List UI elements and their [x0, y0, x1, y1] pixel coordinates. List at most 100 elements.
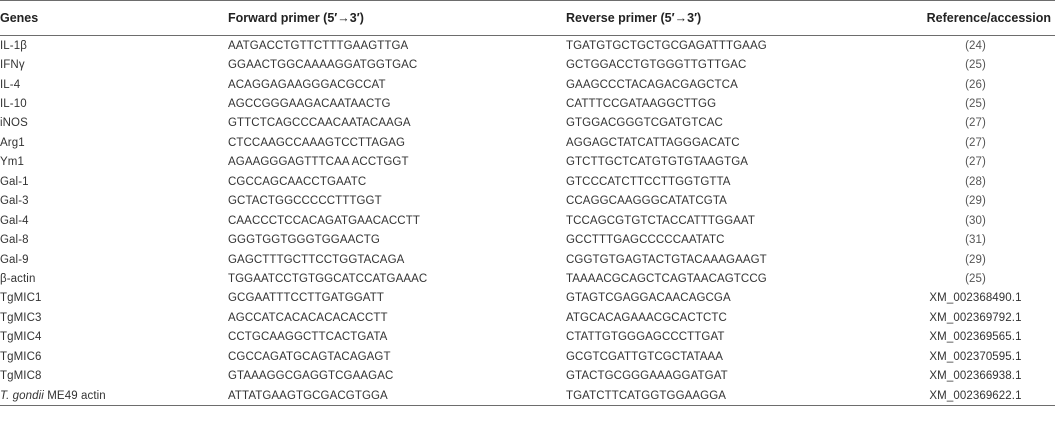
forward-primer: ATTATGAAGTGCGACGTGGA: [228, 385, 566, 407]
table-row: TgMIC3 AGCCATCACACACACACCTT ATGCACAGAAAC…: [0, 308, 1055, 327]
reference: (29): [965, 195, 986, 208]
forward-primer: CTCCAAGCCAAAGTCCTTAGAG: [228, 136, 406, 149]
forward-primer: GGAACTGGCAAAAGGATGGTGAC: [228, 59, 418, 72]
reference: (25): [965, 98, 986, 111]
reference: (30): [965, 214, 986, 227]
gene-name: TgMIC3: [0, 311, 42, 324]
table-row: Gal-4 CAACCCTCCACAGATGAACACCTT TCCAGCGTG…: [0, 211, 1055, 230]
reference: (31): [965, 234, 986, 247]
gene-name: β-actin: [0, 272, 36, 285]
reverse-primer: GTCTTGCTCATGTGTGTAAGTGA: [566, 156, 749, 169]
reverse-primer: TCCAGCGTGTCTACCATTTGGAAT: [566, 214, 755, 227]
gene-name: TgMIC1: [0, 292, 42, 305]
reference: XM_002369565.1: [929, 331, 1022, 344]
gene-name: IFNγ: [0, 59, 25, 72]
reference: (28): [965, 175, 986, 188]
forward-primer: GCTACTGGCCCCCTTTGGT: [228, 195, 382, 208]
primer-table: Genes Forward primer (5′→3′) Reverse pri…: [0, 0, 1055, 407]
table-row: Gal-9 GAGCTTTGCTTCCTGGTACAGA CGGTGTGAGTA…: [0, 250, 1055, 269]
reference: (26): [965, 78, 986, 91]
reference: XM_002366938.1: [929, 370, 1022, 383]
forward-primer: TGGAATCCTGTGGCATCCATGAAAC: [228, 272, 428, 285]
reference: (29): [965, 253, 986, 266]
forward-primer: AGCCATCACACACACACCTT: [228, 311, 388, 324]
reverse-primer: AGGAGCTATCATTAGGGACATC: [566, 136, 740, 149]
reference: (27): [965, 156, 986, 169]
forward-primer: CCTGCAAGGCTTCACTGATA: [228, 331, 388, 344]
gene-name: TgMIC8: [0, 370, 42, 383]
forward-primer: GCGAATTTCCTTGATGGATT: [228, 292, 384, 305]
reverse-primer: TGATGTGCTGCTGCGAGATTTGAAG: [566, 39, 767, 52]
reference: XM_002369622.1: [896, 385, 1055, 407]
forward-primer: ACAGGAGAAGGGACGCCAT: [228, 78, 386, 91]
gene-name: Gal-9: [0, 253, 29, 266]
table-row: Gal-1 CGCCAGCAACCTGAATC GTCCCATCTTCCTTGG…: [0, 172, 1055, 191]
table-row: IL-1β AATGACCTGTTCTTTGAAGTTGA TGATGTGCTG…: [0, 36, 1055, 56]
gene-name: Gal-4: [0, 214, 29, 227]
reference: XM_002370595.1: [929, 350, 1022, 363]
gene-name-suffix: ME49 actin: [43, 389, 106, 402]
reference: (25): [965, 272, 986, 285]
gene-name: Gal-3: [0, 195, 29, 208]
header-reverse-primer: Reverse primer (5′→3′): [566, 0, 896, 36]
header-forward-primer: Forward primer (5′→3′): [228, 0, 566, 36]
reverse-primer: CATTTCCGATAAGGCTTGG: [566, 98, 717, 111]
gene-name: IL-10: [0, 98, 27, 111]
table-row: Gal-8 GGGTGGTGGGTGGAACTG GCCTTTGAGCCCCCA…: [0, 230, 1055, 249]
forward-primer: GGGTGGTGGGTGGAACTG: [228, 234, 380, 247]
forward-primer: AGCCGGGAAGACAATAACTG: [228, 98, 391, 111]
gene-name: Gal-1: [0, 175, 29, 188]
header-row: Genes Forward primer (5′→3′) Reverse pri…: [0, 0, 1055, 36]
forward-primer: GTAAAGGCGAGGTCGAAGAC: [228, 370, 394, 383]
gene-name: TgMIC4: [0, 331, 42, 344]
table-row: Gal-3 GCTACTGGCCCCCTTTGGT CCAGGCAAGGGCAT…: [0, 192, 1055, 211]
gene-name: TgMIC6: [0, 350, 42, 363]
table-row: TgMIC6 CGCCAGATGCAGTACAGAGT GCGTCGATTGTC…: [0, 347, 1055, 366]
reverse-primer: GTACTGCGGGAAAGGATGAT: [566, 370, 728, 383]
table-row: IL-4 ACAGGAGAAGGGACGCCAT GAAGCCCTACAGACG…: [0, 75, 1055, 94]
forward-primer: GAGCTTTGCTTCCTGGTACAGA: [228, 253, 405, 266]
table-row: Arg1 CTCCAAGCCAAAGTCCTTAGAG AGGAGCTATCAT…: [0, 133, 1055, 152]
header-genes: Genes: [0, 0, 228, 36]
gene-name: Gal-8: [0, 234, 29, 247]
reverse-primer: GCCTTTGAGCCCCCAATATC: [566, 234, 725, 247]
reverse-primer: CCAGGCAAGGGCATATCGTA: [566, 195, 727, 208]
table-row: Ym1 AGAAGGGAGTTTCAA ACCTGGT GTCTTGCTCATG…: [0, 153, 1055, 172]
reverse-primer: ATGCACAGAAACGCACTCTC: [566, 311, 727, 324]
reverse-primer: GTAGTCGAGGACAACAGCGA: [566, 292, 731, 305]
table-body: IL-1β AATGACCTGTTCTTTGAAGTTGA TGATGTGCTG…: [0, 36, 1055, 407]
table-row: iNOS GTTCTCAGCCCAACAATACAAGA GTGGACGGGTC…: [0, 114, 1055, 133]
table-row: IFNγ GGAACTGGCAAAAGGATGGTGAC GCTGGACCTGT…: [0, 55, 1055, 74]
reverse-primer: GCTGGACCTGTGGGTTGTTGAC: [566, 59, 747, 72]
reverse-primer: TGATCTTCATGGTGGAAGGA: [566, 385, 896, 407]
gene-name: IL-1β: [0, 39, 27, 52]
reverse-primer: CGGTGTGAGTACTGTACAAAGAAGT: [566, 253, 767, 266]
reverse-primer: GTGGACGGGTCGATGTCAC: [566, 117, 723, 130]
gene-name: Ym1: [0, 156, 24, 169]
reverse-primer: GTCCCATCTTCCTTGGTGTTA: [566, 175, 731, 188]
header-reference-accession: Reference/accession: [896, 0, 1055, 36]
forward-primer: CGCCAGATGCAGTACAGAGT: [228, 350, 391, 363]
forward-primer: AATGACCTGTTCTTTGAAGTTGA: [228, 39, 409, 52]
forward-primer: CGCCAGCAACCTGAATC: [228, 175, 367, 188]
reference: (25): [965, 59, 986, 72]
forward-primer: AGAAGGGAGTTTCAA ACCTGGT: [228, 156, 409, 169]
table-row: IL-10 AGCCGGGAAGACAATAACTG CATTTCCGATAAG…: [0, 94, 1055, 113]
gene-species-italic: T. gondii: [0, 389, 44, 402]
forward-primer: CAACCCTCCACAGATGAACACCTT: [228, 214, 420, 227]
reverse-primer: GCGTCGATTGTCGCTATAAA: [566, 350, 724, 363]
table-row: TgMIC8 GTAAAGGCGAGGTCGAAGAC GTACTGCGGGAA…: [0, 366, 1055, 385]
table-row: TgMIC1 GCGAATTTCCTTGATGGATT GTAGTCGAGGAC…: [0, 289, 1055, 308]
gene-name: T. gondii ME49 actin: [0, 385, 228, 407]
reverse-primer: CTATTGTGGGAGCCCTTGAT: [566, 331, 725, 344]
reference: (27): [965, 136, 986, 149]
reference: XM_002368490.1: [929, 292, 1022, 305]
gene-name: iNOS: [0, 117, 28, 130]
reverse-primer: TAAAACGCAGCTCAGTAACAGTCCG: [566, 272, 767, 285]
reference: (24): [965, 39, 986, 52]
forward-primer: GTTCTCAGCCCAACAATACAAGA: [228, 117, 411, 130]
gene-name: Arg1: [0, 136, 25, 149]
reference: (27): [965, 117, 986, 130]
table-row: TgMIC4 CCTGCAAGGCTTCACTGATA CTATTGTGGGAG…: [0, 328, 1055, 347]
